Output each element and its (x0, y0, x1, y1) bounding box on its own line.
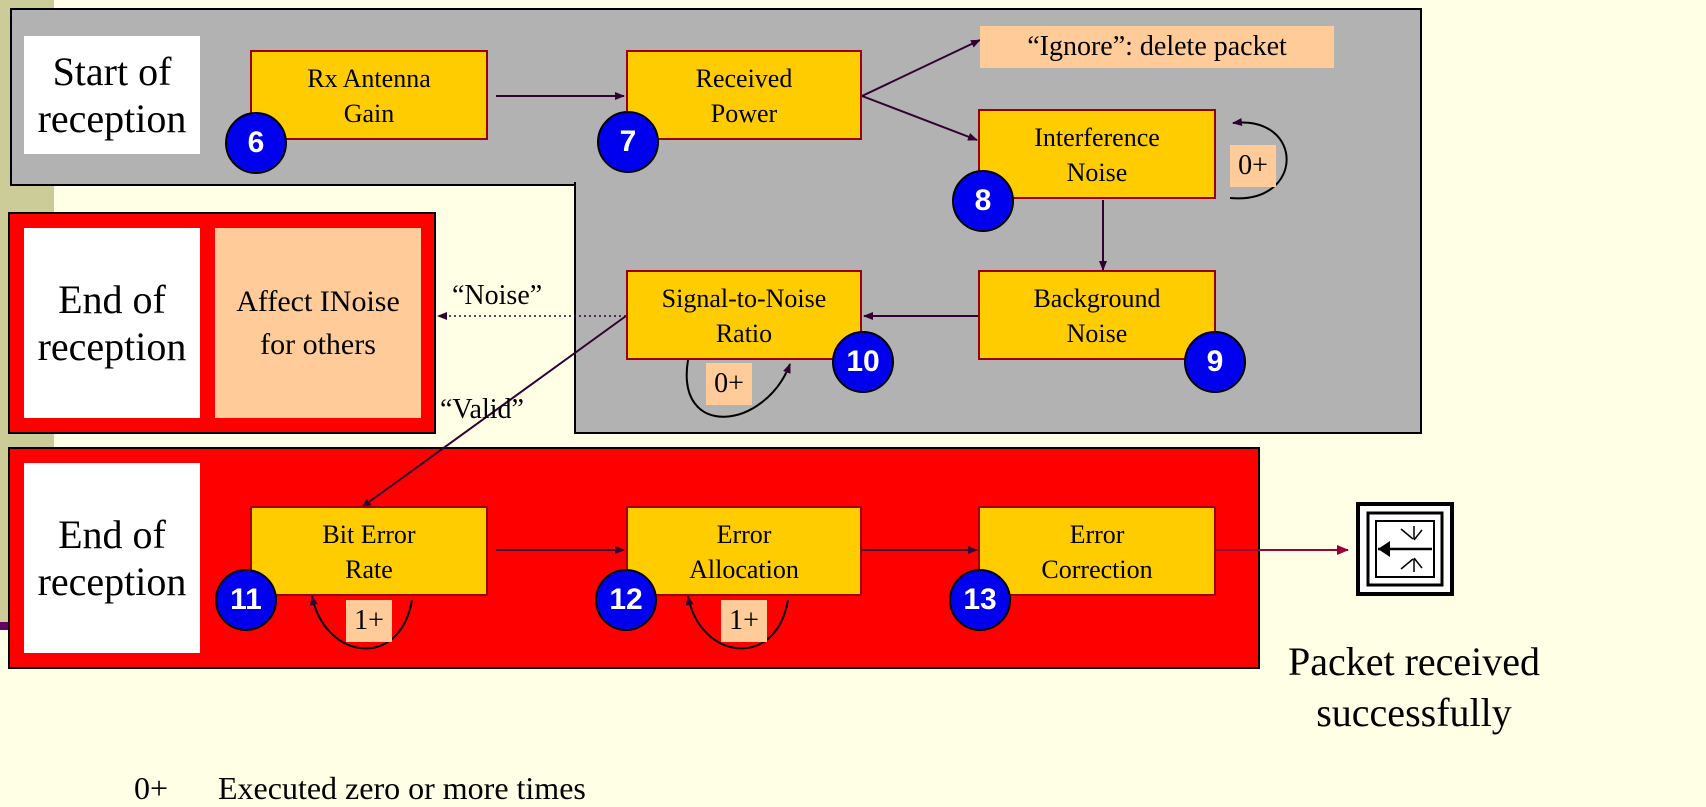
success-label: Packet received successfully (1287, 639, 1541, 736)
stage-badge-8: 8 (952, 170, 1014, 232)
stage-badge-11: 11 (215, 569, 277, 631)
stage-received-power: Received Power (626, 50, 862, 140)
loop-interference (1229, 118, 1288, 200)
loop-ber (309, 595, 413, 650)
stage-bit-error-rate: Bit Error Rate (250, 506, 488, 596)
edge-label-noise: “Noise” (452, 280, 543, 311)
stage-badge-7: 7 (597, 111, 659, 173)
packet-sink-icon (1356, 502, 1454, 596)
affect-inoise-box: Affect INoise for others (215, 228, 421, 418)
edge-received-power-to-interference (861, 95, 978, 141)
start-region-label: Start of reception (24, 36, 200, 154)
edge-received-power-to-ignore (861, 39, 981, 97)
stage-badge-12: 12 (595, 569, 657, 631)
loop-label-allocation: 1+ (721, 600, 767, 642)
stage-background-noise: Background Noise (978, 270, 1216, 360)
loop-label-ber: 1+ (346, 600, 392, 642)
stage-badge-13: 13 (949, 569, 1011, 631)
stage-error-correction: Error Correction (978, 506, 1216, 596)
loop-label-interference: 0+ (1230, 145, 1276, 187)
edge-label-valid: “Valid” (440, 394, 524, 425)
legend-text: Executed zero or more times (218, 770, 586, 806)
stage-badge-9: 9 (1184, 331, 1246, 393)
end-noise-region-label: End of reception (24, 228, 200, 418)
loop-label-snr: 0+ (706, 363, 752, 405)
loop-snr (685, 359, 791, 418)
stage-interference-noise: Interference Noise (978, 109, 1216, 199)
stage-rx-antenna-gain: Rx Antenna Gain (250, 50, 488, 140)
loop-allocation (685, 595, 789, 650)
stage-error-allocation: Error Allocation (626, 506, 862, 596)
stage-badge-10: 10 (832, 331, 894, 393)
legend-symbol: 0+ (134, 770, 169, 806)
ignore-label: “Ignore”: delete packet (980, 26, 1334, 68)
end-valid-region-label: End of reception (24, 463, 200, 653)
stage-badge-6: 6 (225, 112, 287, 174)
stage-signal-to-noise-ratio: Signal-to-Noise Ratio (626, 270, 862, 360)
edge-snr-to-bit-error-rate (361, 315, 627, 508)
